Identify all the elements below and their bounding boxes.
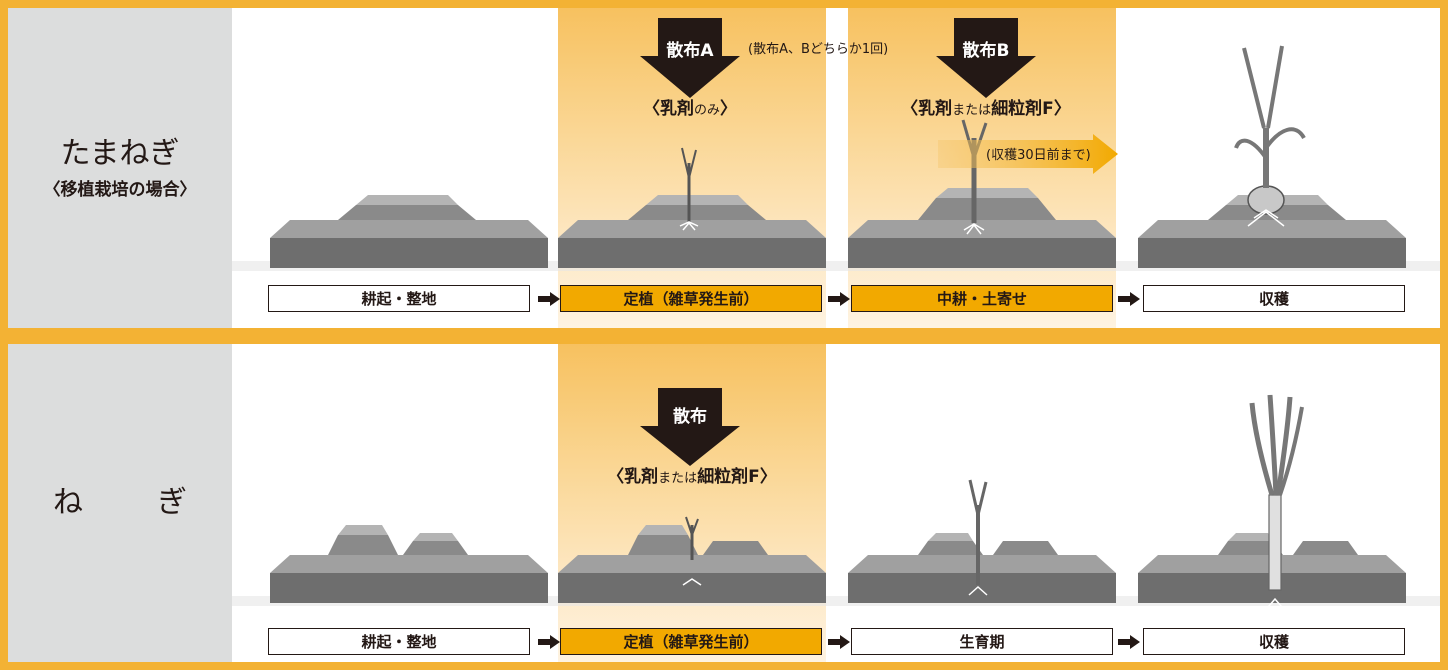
soil-bed-tilled: [270, 195, 548, 268]
onion-stage-tillage: 耕起・整地: [268, 285, 530, 312]
soil-bed-growth: [848, 479, 1116, 603]
harvest-deadline-note: (収穫30日前まで): [986, 148, 1091, 163]
spray-a-product: 〈乳剤のみ〉: [642, 99, 737, 119]
soil-bed-hilling: [848, 119, 1116, 268]
stage-arrow-icon: [538, 292, 560, 306]
onion-stage-planting: 定植（雑草発生前）: [560, 285, 822, 312]
spray-a-arrow: [640, 18, 740, 98]
spray-label: 散布: [673, 407, 707, 427]
stage-arrow-icon: [828, 635, 850, 649]
soil-bed-harvest: [1138, 45, 1406, 268]
spray-b-arrow: [936, 18, 1036, 98]
soil-bed-tilled: [270, 525, 548, 603]
onion-panel: たまねぎ 〈移植栽培の場合〉: [8, 8, 1440, 328]
leek-stage-harvest: 収穫: [1143, 628, 1405, 655]
harvest-deadline-arrow: [938, 134, 1118, 174]
stage-arrow-icon: [538, 635, 560, 649]
spray-arrow: [640, 388, 740, 466]
soil-bed-harvest: [1138, 394, 1406, 614]
spray-choice-note: (散布A、Bどちらか1回): [748, 42, 889, 57]
soil-bed-planting: [558, 147, 826, 268]
onion-label-column: たまねぎ 〈移植栽培の場合〉: [8, 8, 232, 328]
onion-crop-subtitle: 〈移植栽培の場合〉: [43, 179, 197, 200]
onion-stage-hilling: 中耕・土寄せ: [851, 285, 1113, 312]
leek-stage-planting: 定植（雑草発生前）: [560, 628, 822, 655]
leek-crop-name: ね ぎ: [53, 485, 209, 520]
onion-illustration: [232, 45, 1440, 271]
spray-product: 〈乳剤または細粒剤F〉: [607, 467, 777, 487]
stage-arrow-icon: [1118, 292, 1140, 306]
spray-b-label: 散布B: [962, 41, 1010, 61]
stage-arrow-icon: [828, 292, 850, 306]
leek-stage-tillage: 耕起・整地: [268, 628, 530, 655]
leek-panel: ね ぎ: [8, 344, 1440, 662]
leek-stage-growth: 生育期: [851, 628, 1113, 655]
leek-label-column: ね ぎ: [8, 344, 232, 662]
leek-illustration: [232, 394, 1440, 614]
spray-a-label: 散布A: [666, 41, 714, 61]
spray-b-product: 〈乳剤または細粒剤F〉: [901, 99, 1071, 119]
stage-arrow-icon: [1118, 635, 1140, 649]
onion-crop-name: たまねぎ: [60, 135, 180, 171]
soil-bed-planting: [558, 516, 826, 603]
onion-stage-harvest: 収穫: [1143, 285, 1405, 312]
